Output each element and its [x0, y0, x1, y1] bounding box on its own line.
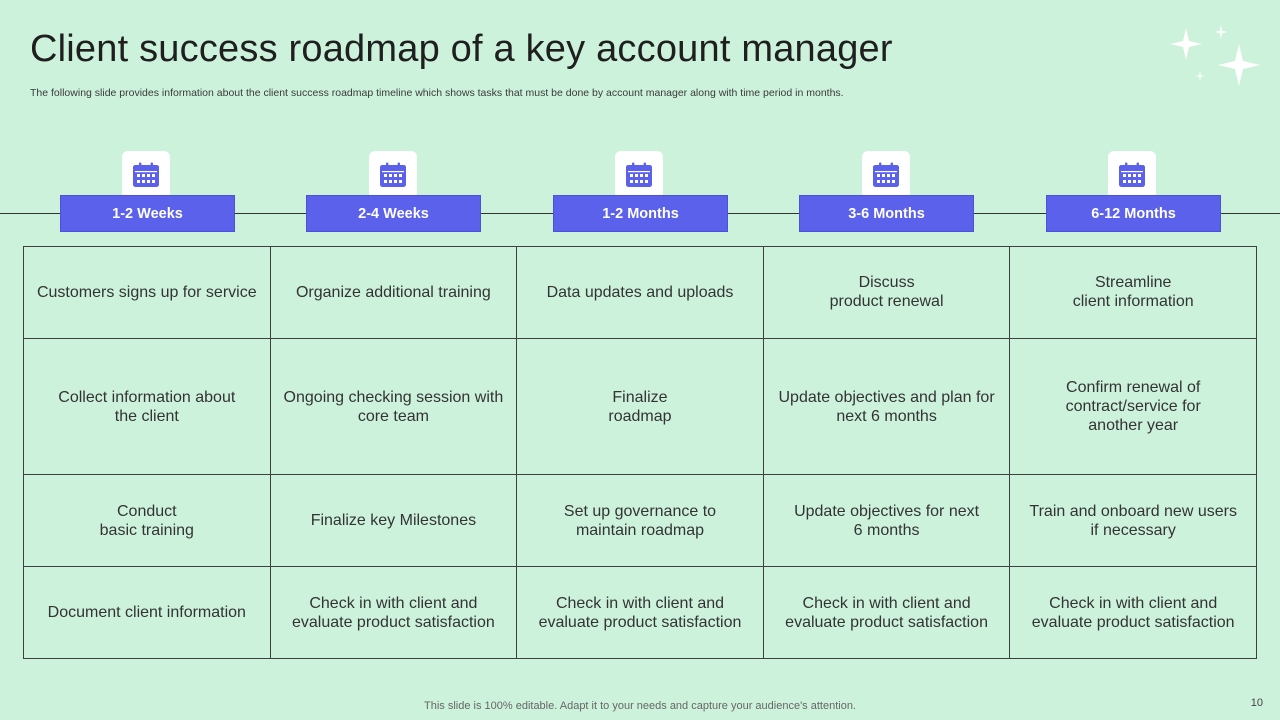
sparkle-icon — [1195, 71, 1205, 81]
task-cell: Update objectives and plan for next 6 mo… — [762, 337, 1011, 476]
phase-label: 1-2 Weeks — [60, 195, 235, 232]
phase-label: 3-6 Months — [799, 195, 974, 232]
table-row: Document client information Check in wit… — [23, 566, 1257, 659]
table-row: Customers signs up for service Organize … — [23, 246, 1257, 339]
task-cell: Check in with client and evaluate produc… — [1009, 566, 1257, 659]
task-cell: Set up governance to maintain roadmap — [516, 474, 764, 568]
task-cell: Finalize roadmap — [516, 337, 764, 476]
calendar-icon — [862, 151, 910, 199]
phase-label: 2-4 Weeks — [306, 195, 481, 232]
table-row: Conduct basic training Finalize key Mile… — [23, 474, 1257, 568]
sparkle-icon — [1218, 44, 1260, 86]
phase-label: 1-2 Months — [553, 195, 728, 232]
task-grid: Customers signs up for service Organize … — [23, 246, 1257, 659]
page-number: 10 — [1250, 697, 1263, 709]
phase-label-text: 1-2 Months — [602, 205, 679, 222]
task-cell: Update objectives for next 6 months — [762, 474, 1011, 568]
task-cell: Document client information — [23, 566, 271, 659]
table-row: Collect information about the client Ong… — [23, 337, 1257, 476]
task-cell: Organize additional training — [269, 246, 518, 339]
task-cell: Conduct basic training — [23, 474, 271, 568]
task-cell: Customers signs up for service — [23, 246, 271, 339]
calendar-icon — [122, 151, 170, 199]
task-cell: Check in with client and evaluate produc… — [762, 566, 1011, 659]
calendar-icon — [369, 151, 417, 199]
task-cell: Confirm renewal of contract/service for … — [1009, 337, 1257, 476]
task-cell: Train and onboard new users if necessary — [1009, 474, 1257, 568]
task-cell: Collect information about the client — [23, 337, 271, 476]
sparkle-icon — [1214, 25, 1228, 39]
task-cell: Check in with client and evaluate produc… — [516, 566, 764, 659]
calendar-icon — [615, 151, 663, 199]
footer-note: This slide is 100% editable. Adapt it to… — [424, 700, 856, 712]
task-cell: Discuss product renewal — [762, 246, 1011, 339]
sparkle-icon — [1170, 28, 1202, 60]
task-cell: Finalize key Milestones — [269, 474, 518, 568]
phase-label: 6-12 Months — [1046, 195, 1221, 232]
phase-label-text: 6-12 Months — [1091, 205, 1176, 222]
task-cell: Data updates and uploads — [516, 246, 764, 339]
task-cell: Streamline client information — [1009, 246, 1257, 339]
slide-description: The following slide provides information… — [30, 87, 844, 99]
phase-label-text: 3-6 Months — [848, 205, 925, 222]
phase-label-text: 1-2 Weeks — [112, 205, 183, 222]
task-cell: Ongoing checking session with core team — [269, 337, 518, 476]
calendar-icon — [1108, 151, 1156, 199]
phase-label-text: 2-4 Weeks — [358, 205, 429, 222]
task-cell: Check in with client and evaluate produc… — [269, 566, 518, 659]
page-title: Client success roadmap of a key account … — [30, 28, 893, 70]
